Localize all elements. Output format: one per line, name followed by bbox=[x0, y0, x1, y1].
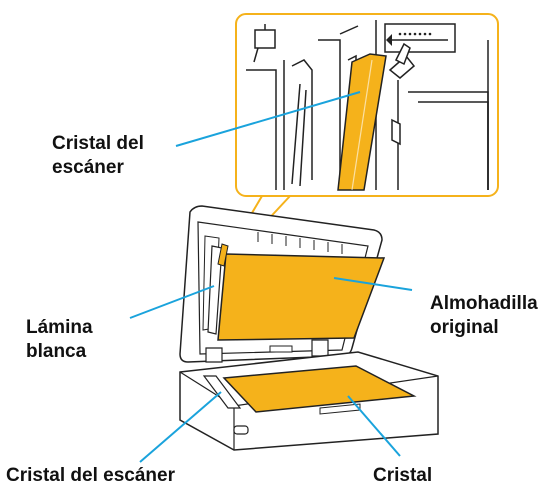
label-scanner-glass-top-line2: escáner bbox=[52, 157, 124, 178]
label-white-sheet-line2: blanca bbox=[26, 341, 87, 362]
label-original-pad: Almohadilla original bbox=[430, 292, 538, 340]
label-original-pad-line2: original bbox=[430, 317, 499, 338]
label-scanner-glass-top-line1: Cristal del bbox=[52, 133, 144, 154]
label-scanner-glass-top: Cristal del escáner bbox=[52, 132, 144, 180]
label-white-sheet: Lámina blanca bbox=[26, 316, 93, 364]
label-scanner-glass-bottom: Cristal del escáner bbox=[6, 465, 175, 486]
label-original-pad-line1: Almohadilla bbox=[430, 293, 538, 314]
zoom-inset bbox=[235, 13, 499, 197]
label-white-sheet-line1: Lámina bbox=[26, 317, 93, 338]
scanner-body bbox=[179, 205, 439, 451]
callout-lines bbox=[129, 91, 413, 463]
label-glass: Cristal bbox=[373, 465, 433, 486]
